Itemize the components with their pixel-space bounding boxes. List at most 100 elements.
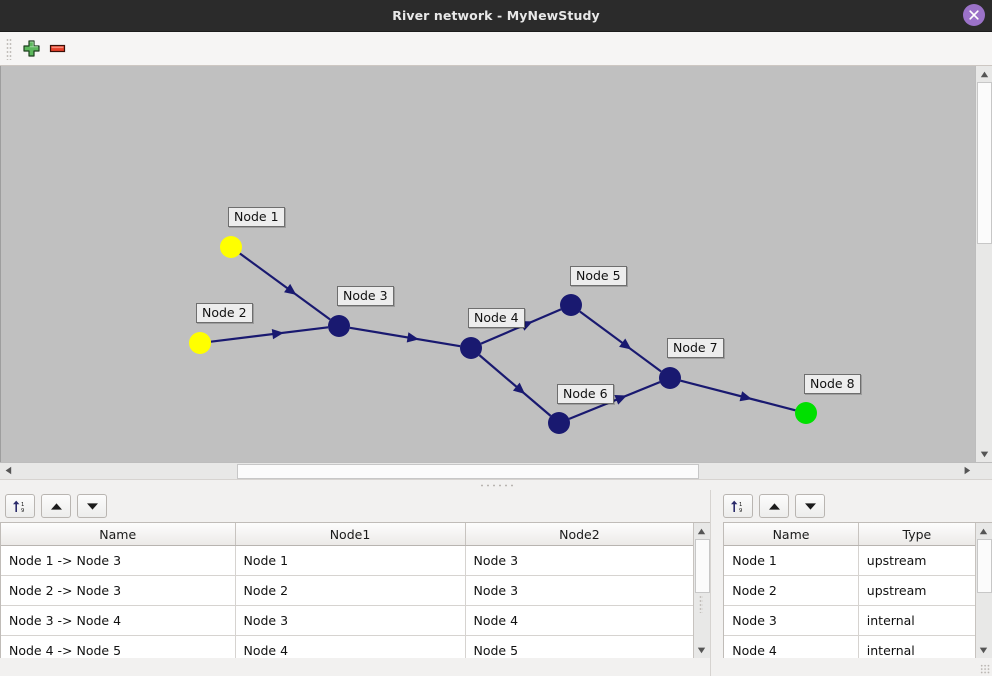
branch-cell[interactable]: Node 2 -> Node 3 [1, 575, 236, 606]
node-column-header[interactable]: Type [858, 523, 975, 546]
branch-scroll-up-arrow-icon[interactable] [694, 524, 708, 538]
graph-edge[interactable] [680, 379, 796, 412]
graph-node-label-node-2[interactable]: Node 2 [196, 303, 253, 323]
branch-cell[interactable]: Node 3 [465, 575, 694, 606]
graph-node-label-node-5[interactable]: Node 5 [570, 266, 627, 286]
toolbar-grip[interactable] [6, 37, 12, 60]
graph-node-node-4[interactable] [460, 337, 482, 359]
branch-scroll-grip [699, 595, 704, 613]
svg-text:9: 9 [21, 508, 24, 514]
branch-cell[interactable]: Node 3 [235, 605, 466, 636]
scroll-left-arrow-icon[interactable] [1, 463, 15, 477]
branch-cell[interactable]: Node 3 -> Node 4 [1, 605, 236, 636]
branch-cell[interactable]: Node 5 [465, 635, 694, 658]
branch-column-header[interactable]: Node1 [235, 523, 466, 546]
graph-hscroll-thumb[interactable] [237, 464, 699, 479]
graph-node-node-3[interactable] [328, 315, 350, 337]
branch-cell[interactable]: Node 2 [235, 575, 466, 606]
graph-node-node-5[interactable] [560, 294, 582, 316]
node-move-down-triangle-down-icon[interactable] [795, 494, 826, 518]
graph-node-label-node-7[interactable]: Node 7 [667, 338, 724, 358]
svg-text:1: 1 [739, 502, 742, 508]
node-cell[interactable]: Node 2 [724, 575, 859, 606]
branch-panel-toolbar: 1 9 [0, 490, 710, 522]
close-icon[interactable] [963, 4, 985, 26]
graph-vertical-scrollbar[interactable] [975, 66, 992, 462]
graph-edge[interactable] [478, 354, 552, 417]
graph-edge[interactable] [349, 326, 461, 348]
graph-node-label-node-3[interactable]: Node 3 [337, 286, 394, 306]
scroll-right-arrow-icon[interactable] [960, 463, 974, 477]
branch-move-down-triangle-down-icon[interactable] [77, 494, 107, 518]
node-cell[interactable]: upstream [858, 545, 975, 576]
node-cell[interactable]: upstream [858, 575, 975, 606]
node-move-up-triangle-up-icon[interactable] [759, 494, 790, 518]
node-column-header[interactable]: Name [724, 523, 859, 546]
node-panel-toolbar: 1 9 [711, 490, 992, 522]
node-cell[interactable]: Node 1 [724, 545, 859, 576]
node-cell[interactable]: internal [858, 605, 975, 636]
node-vscroll-thumb[interactable] [977, 539, 992, 593]
node-cell[interactable]: Node 3 [724, 605, 859, 636]
graph-node-node-1[interactable] [220, 236, 242, 258]
add-plus-icon[interactable] [18, 37, 44, 61]
graph-vscroll-thumb[interactable] [977, 82, 992, 244]
branch-cell[interactable]: Node 4 [465, 605, 694, 636]
branch-column-header[interactable]: Name [1, 523, 236, 546]
graph-edge[interactable] [568, 381, 661, 420]
graph-node-label-node-6[interactable]: Node 6 [557, 384, 614, 404]
branch-cell[interactable]: Node 4 -> Node 5 [1, 635, 236, 658]
node-table-vertical-scrollbar[interactable] [975, 523, 992, 658]
branch-cell[interactable]: Node 1 [235, 545, 466, 576]
graph-node-node-7[interactable] [659, 367, 681, 389]
graph-horizontal-scrollbar[interactable] [0, 462, 992, 479]
graph-edge[interactable] [210, 326, 329, 343]
graph-edge-arrow-icon [512, 382, 526, 395]
horizontal-splitter[interactable] [0, 479, 992, 490]
branch-scroll-down-arrow-icon[interactable] [694, 643, 708, 657]
graph-node-node-6[interactable] [548, 412, 570, 434]
graph-node-node-2[interactable] [189, 332, 211, 354]
remove-minus-icon[interactable] [44, 37, 70, 61]
node-cell[interactable]: Node 4 [724, 635, 859, 658]
graph-edge[interactable] [579, 310, 662, 373]
scroll-up-arrow-icon[interactable] [977, 67, 991, 81]
branch-cell[interactable]: Node 4 [235, 635, 466, 658]
graph-edge-arrow-icon [284, 283, 297, 295]
node-scroll-up-arrow-icon[interactable] [976, 524, 990, 538]
branch-vscroll-thumb[interactable] [695, 539, 711, 593]
window-resize-grip[interactable] [980, 664, 990, 674]
network-graph-pane[interactable]: Node 1 Node 2 Node 3 Node 4 Node 5 Node 6 Node… [0, 66, 992, 462]
node-scroll-down-arrow-icon[interactable] [976, 643, 990, 657]
graph-node-label-node-4[interactable]: Node 4 [468, 308, 525, 328]
graph-node-label-node-8[interactable]: Node 8 [804, 374, 861, 394]
scroll-down-arrow-icon[interactable] [977, 447, 991, 461]
graph-node-label-node-1[interactable]: Node 1 [228, 207, 285, 227]
graph-node-node-8[interactable] [795, 402, 817, 424]
branch-column-header[interactable]: Node2 [465, 523, 694, 546]
main-toolbar [0, 32, 992, 66]
branch-cell[interactable]: Node 1 -> Node 3 [1, 545, 236, 576]
graph-edge[interactable] [239, 252, 331, 321]
branch-move-up-triangle-up-icon[interactable] [41, 494, 71, 518]
node-sort-ascending-icon[interactable]: 1 9 [723, 494, 754, 518]
network-graph-canvas[interactable] [1, 66, 976, 462]
branch-table-vertical-scrollbar[interactable] [693, 523, 711, 658]
branch-cell[interactable]: Node 3 [465, 545, 694, 576]
branch-sort-ascending-icon[interactable]: 1 9 [5, 494, 35, 518]
node-cell[interactable]: internal [858, 635, 975, 658]
